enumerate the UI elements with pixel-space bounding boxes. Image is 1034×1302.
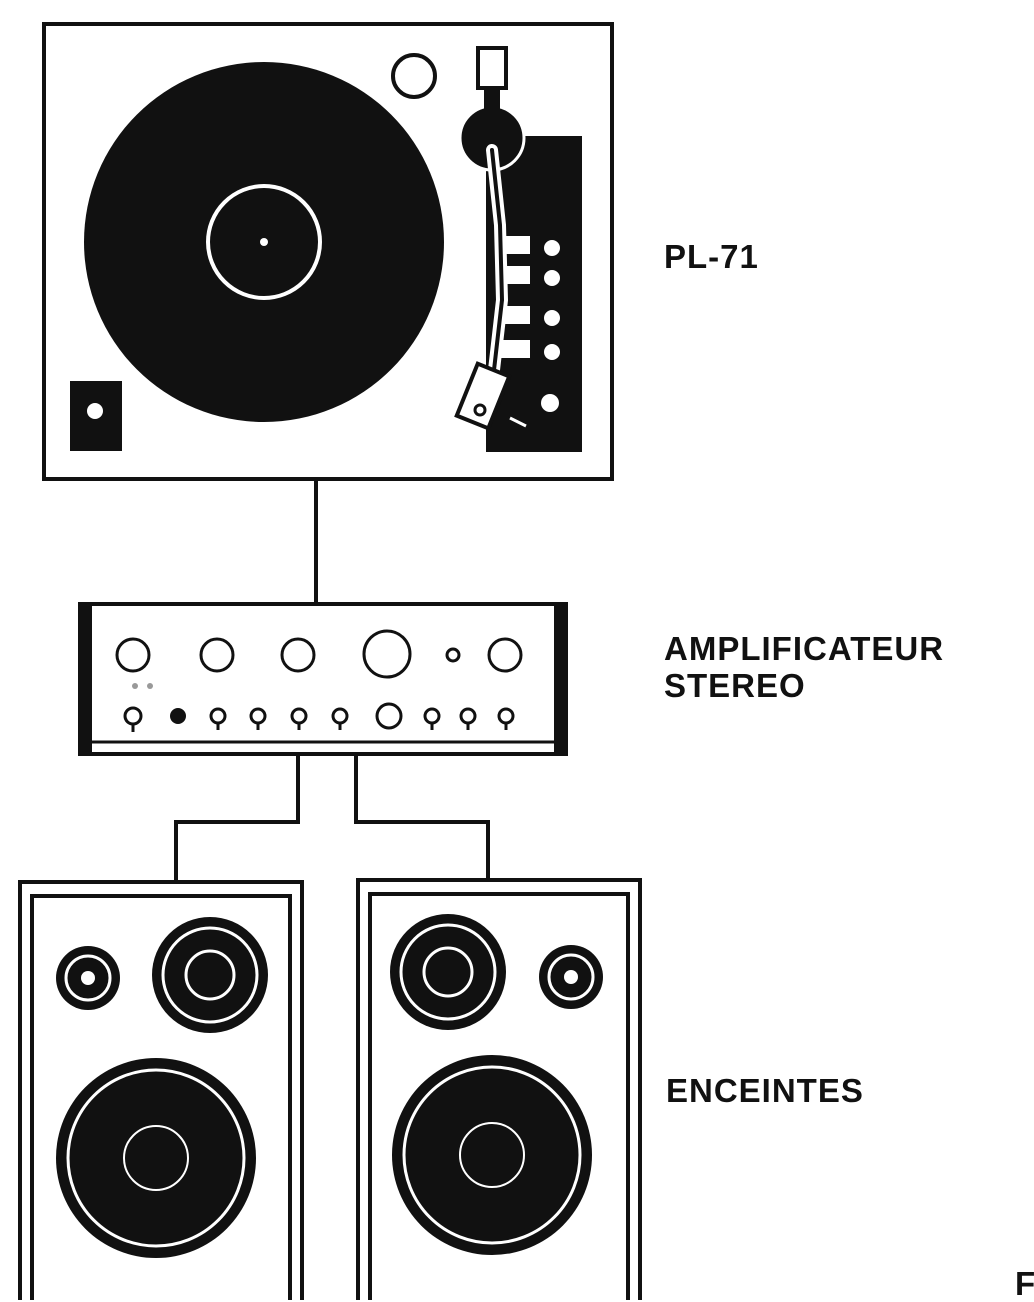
corner-fragment-label: F: [1015, 1265, 1034, 1302]
amplifier-label-line2: STEREO: [664, 667, 806, 704]
speaker-cables: [174, 754, 490, 880]
speakers-label: ENCEINTES: [666, 1072, 864, 1109]
amplifier-label-line1: AMPLIFICATEUR: [664, 630, 945, 667]
turntable-label: PL-71: [664, 238, 759, 275]
speaker-icon: [18, 880, 304, 1300]
speaker-icon: [356, 878, 642, 1300]
turntable-icon: [42, 22, 614, 481]
amplifier-icon: [78, 602, 568, 756]
